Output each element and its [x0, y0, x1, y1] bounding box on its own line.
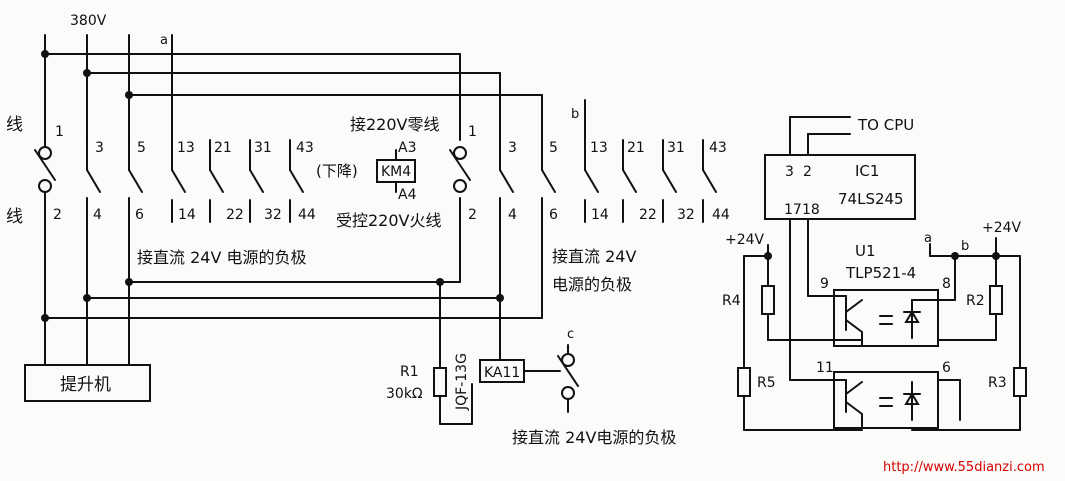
- group2-bottom-terminals: 2 4 6 14 22 32 44: [468, 207, 730, 223]
- pin-9-label: 9: [820, 276, 829, 292]
- u1-label: U1: [855, 242, 876, 260]
- node-c-label: c: [567, 327, 574, 342]
- ic-pin-2: 2: [803, 164, 812, 180]
- pin-11-label: 11: [816, 360, 834, 376]
- terminal-label: 44: [712, 207, 730, 223]
- r5-label: R5: [757, 375, 776, 391]
- a3-label: A3: [398, 140, 416, 156]
- terminal-label: 6: [135, 207, 144, 223]
- ka11-label: KA11: [484, 365, 520, 381]
- terminal-label: 31: [254, 140, 272, 156]
- dc-negative-label-1: 接直流 24V 电源的负极: [137, 248, 306, 267]
- r1-value: 30kΩ: [386, 386, 423, 402]
- r4-label: R4: [722, 293, 741, 309]
- jqf-label: JQF-13G: [454, 353, 470, 411]
- r1-label: R1: [400, 364, 419, 380]
- opto-resistor-network: [737, 237, 1027, 431]
- terminal-label: 43: [709, 140, 727, 156]
- node-b-ic-label: b: [961, 239, 969, 254]
- terminal-label: 21: [627, 140, 645, 156]
- terminal-label: 4: [508, 207, 517, 223]
- ic-pin-17: 17: [784, 202, 802, 218]
- contactor-group-left: [34, 34, 304, 223]
- watermark-text: http://www.55dianzi.com: [883, 460, 1045, 475]
- hoist-label: 提升机: [60, 375, 111, 395]
- relay-circuit: KA11: [433, 281, 579, 425]
- terminal-label: 2: [468, 207, 477, 223]
- a4-label: A4: [398, 187, 417, 203]
- terminal-label: 1: [55, 124, 64, 140]
- terminal-label: 32: [677, 207, 695, 223]
- optocoupler-u1: [789, 289, 939, 429]
- line-label-bottom: 线: [6, 207, 23, 227]
- contactor-group-right: [449, 99, 717, 223]
- terminal-label: 6: [549, 207, 558, 223]
- group1-bottom-terminals: 2 4 6 14 22 32 44: [53, 207, 316, 223]
- ic1-label: IC1: [855, 162, 879, 180]
- to-cpu-label: TO CPU: [857, 116, 914, 134]
- ic-pin-18: 18: [802, 202, 820, 218]
- dc-negative-label-2b: 电源的负极: [552, 275, 632, 294]
- supply-lines: [41, 34, 543, 366]
- terminal-label: 5: [137, 140, 146, 156]
- plus24v-right-label: +24V: [982, 220, 1022, 236]
- ic1-chip: 3 2 17 18 IC1 74LS245: [764, 116, 916, 381]
- terminal-label: 14: [591, 207, 609, 223]
- r3-label: R3: [988, 375, 1007, 391]
- pin-6-label: 6: [942, 360, 951, 376]
- hoist-box: 提升机: [24, 364, 151, 402]
- u1-chip-label: TLP521-4: [845, 264, 916, 282]
- dc-negative-label-3: 接直流 24V电源的负极: [512, 428, 676, 447]
- terminal-label: 14: [178, 207, 196, 223]
- zero-line-label: 接220V零线: [350, 115, 440, 134]
- terminal-label: 3: [508, 140, 517, 156]
- node-a-ic-label: a: [924, 231, 932, 246]
- group2-top-terminals: 1 3 5 13 21 31 43: [468, 124, 727, 156]
- km4-coil: KM4 A3 A4: [376, 140, 417, 203]
- fire-line-label: 受控220V火线: [336, 211, 442, 230]
- terminal-label: 13: [177, 140, 195, 156]
- node-a-label: a: [160, 33, 168, 48]
- terminal-label: 1: [468, 124, 477, 140]
- plus24v-left-label: +24V: [725, 232, 765, 248]
- pin-8-label: 8: [942, 276, 951, 292]
- node-b-label: b: [571, 107, 579, 122]
- terminal-label: 5: [549, 140, 558, 156]
- terminal-label: 31: [667, 140, 685, 156]
- terminal-label: 32: [264, 207, 282, 223]
- terminal-label: 44: [298, 207, 316, 223]
- dc-negative-label-2a: 接直流 24V: [552, 247, 636, 266]
- down-label: (下降): [316, 162, 358, 180]
- terminal-label: 3: [95, 140, 104, 156]
- supply-voltage-label: 380V: [70, 13, 107, 29]
- terminal-label: 21: [214, 140, 232, 156]
- terminal-label: 22: [226, 207, 244, 223]
- terminal-label: 43: [296, 140, 314, 156]
- r2-label: R2: [966, 293, 985, 309]
- ic1-chip-label: 74LS245: [838, 190, 904, 208]
- terminal-label: 22: [639, 207, 657, 223]
- group1-top-terminals: 1 3 5 13 21 31 43: [55, 124, 314, 156]
- terminal-label: 2: [53, 207, 62, 223]
- terminal-label: 13: [590, 140, 608, 156]
- line-label-top: 线: [6, 115, 23, 135]
- terminal-label: 4: [93, 207, 102, 223]
- km4-label: KM4: [381, 164, 411, 180]
- ic-pin-3: 3: [785, 164, 794, 180]
